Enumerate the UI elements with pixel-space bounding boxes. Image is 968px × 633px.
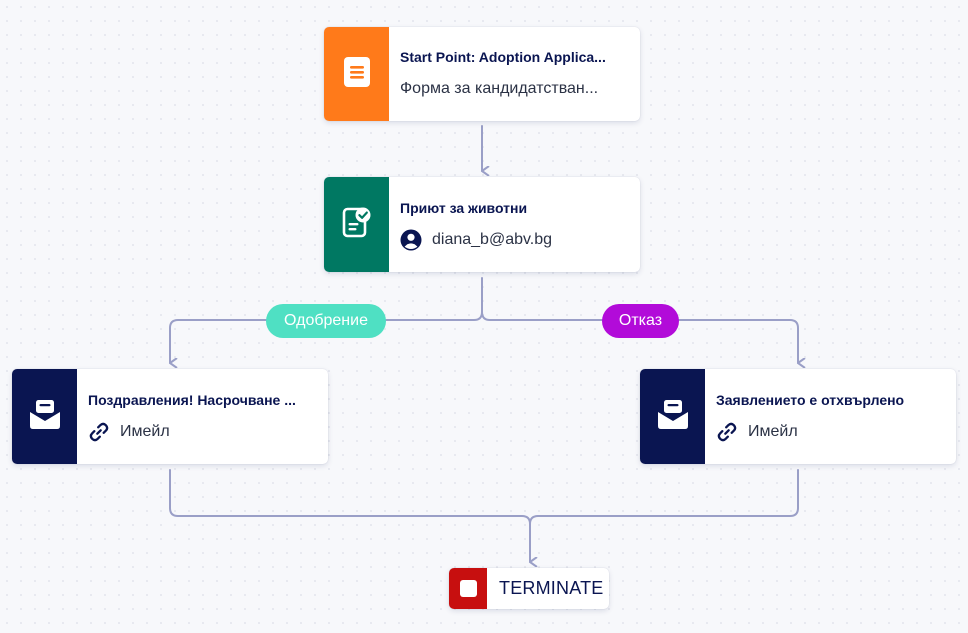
- approved-email-node[interactable]: Поздравления! Насрочване ... Имейл: [12, 369, 328, 464]
- reject-branch-pill[interactable]: Отказ: [602, 304, 679, 338]
- rejected-email-node[interactable]: Заявлението е отхвърлено Имейл: [640, 369, 956, 464]
- rejected-email-body: Заявлението е отхвърлено Имейл: [705, 369, 956, 464]
- stop-square-icon: [459, 580, 477, 597]
- user-avatar-icon: [400, 229, 422, 251]
- terminate-icon-box: [449, 568, 487, 609]
- approved-email-icon-box: [12, 369, 77, 464]
- rejected-email-type: Имейл: [748, 422, 798, 440]
- connector-approval-to-rejected: [481, 311, 798, 363]
- approval-node[interactable]: Приют за животни diana_b@abv.bg: [324, 177, 640, 272]
- terminate-node[interactable]: TERMINATE: [449, 568, 609, 609]
- approve-branch-pill[interactable]: Одобрение: [266, 304, 386, 338]
- rejected-email-title: Заявлението е отхвърлено: [716, 391, 905, 408]
- link-icon: [716, 421, 738, 443]
- rejected-email-type-row: Имейл: [716, 421, 946, 443]
- email-icon: [656, 398, 690, 435]
- connector-approved-to-terminate: [169, 469, 530, 562]
- rejected-email-icon-box: [640, 369, 705, 464]
- email-icon: [28, 398, 62, 435]
- start-node-subtitle: Форма за кандидатстван...: [400, 80, 599, 97]
- start-node-body: Start Point: Adoption Applica... Форма з…: [389, 27, 640, 121]
- approval-node-assignee-row: diana_b@abv.bg: [400, 229, 630, 251]
- approve-branch-label: Одобрение: [284, 312, 368, 329]
- start-point-node[interactable]: Start Point: Adoption Applica... Форма з…: [324, 27, 640, 121]
- connector-rejected-to-terminate: [529, 469, 799, 525]
- approval-clipboard-icon: [342, 205, 372, 244]
- reject-branch-label: Отказ: [618, 312, 663, 329]
- approval-node-icon-box: [324, 177, 389, 272]
- form-document-icon: [343, 56, 371, 93]
- approved-email-type: Имейл: [120, 422, 170, 440]
- start-node-icon-box: [324, 27, 389, 121]
- start-node-subtitle-row: Форма за кандидатстван...: [400, 78, 630, 100]
- approval-node-title: Приют за животни: [400, 199, 528, 216]
- link-icon: [88, 421, 110, 443]
- start-node-title: Start Point: Adoption Applica...: [400, 49, 606, 65]
- approved-email-title: Поздравления! Насрочване ...: [88, 391, 296, 408]
- approved-email-body: Поздравления! Насрочване ... Имейл: [77, 369, 328, 464]
- approved-email-type-row: Имейл: [88, 421, 318, 443]
- approval-node-body: Приют за животни diana_b@abv.bg: [389, 177, 640, 272]
- approval-node-assignee: diana_b@abv.bg: [432, 230, 553, 248]
- terminate-label: TERMINATE: [499, 578, 604, 598]
